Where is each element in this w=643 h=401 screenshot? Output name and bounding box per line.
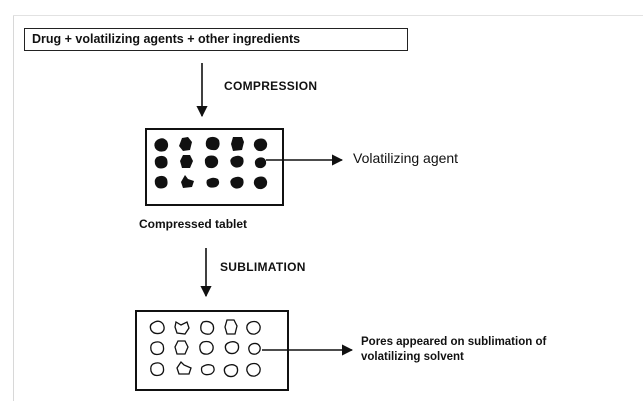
sublimation-label: SUBLIMATION (220, 260, 306, 274)
agent-particle (205, 136, 220, 151)
pore (200, 364, 215, 376)
agent-particle (154, 138, 169, 152)
agent-particle (253, 138, 268, 152)
pore (199, 340, 214, 355)
agent-particle (181, 175, 194, 188)
pore (149, 320, 165, 335)
pores-label-line-1: Pores appeared on sublimation of (361, 336, 547, 348)
agent-particle (179, 137, 192, 151)
page-edge-left (13, 15, 14, 401)
pore (223, 364, 239, 378)
pore (248, 342, 261, 355)
volatilizing-agent-label: Volatilizing agent (353, 150, 459, 166)
agent-particle (154, 155, 168, 169)
compressed-tablet-caption: Compressed tablet (139, 217, 248, 231)
agent-particle (206, 177, 220, 188)
pore (200, 320, 215, 335)
pore (150, 362, 165, 377)
pore (246, 320, 261, 335)
agent-particle (180, 155, 193, 168)
agent-particle (204, 155, 219, 169)
compression-label: COMPRESSION (224, 79, 318, 93)
pore (150, 341, 165, 356)
page-edge-top (13, 15, 643, 16)
pores-label-line-2: volatilizing solvent (361, 351, 464, 363)
pore (174, 340, 189, 355)
pore (224, 341, 240, 355)
pore (246, 362, 261, 377)
pore (224, 319, 238, 335)
ingredients-box: Drug + volatilizing agents + other ingre… (24, 28, 408, 51)
compressed-tablet (145, 128, 284, 206)
agent-particle (253, 176, 268, 190)
agent-particle (230, 176, 244, 189)
agent-particle (154, 175, 168, 189)
volatilizing-agent-particles (154, 136, 268, 190)
pores (149, 319, 261, 378)
pore (174, 320, 190, 335)
pore (176, 360, 192, 375)
agent-particle (231, 137, 244, 151)
agent-particle (254, 157, 267, 169)
pores-label: Pores appeared on sublimation of volatil… (361, 335, 546, 365)
agent-particle (230, 155, 244, 168)
